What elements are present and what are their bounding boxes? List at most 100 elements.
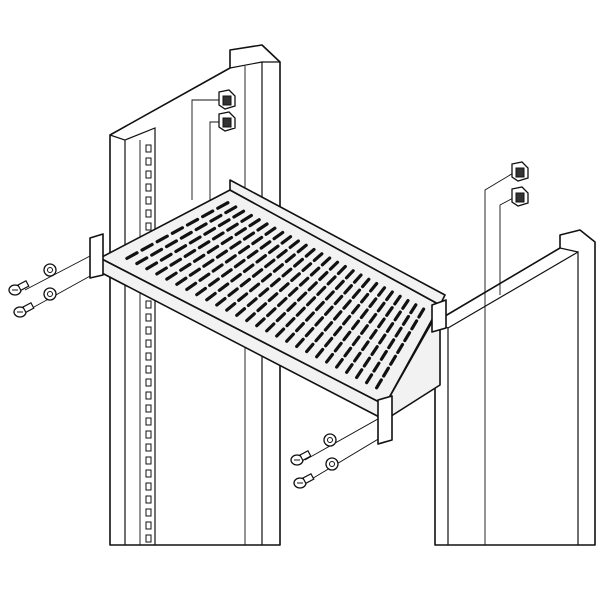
ventilation-slot — [240, 213, 253, 223]
ventilation-slot — [197, 240, 211, 250]
screw-thread — [22, 301, 35, 314]
ventilation-slot — [185, 217, 200, 227]
screw-icon — [290, 449, 312, 466]
ventilation-slot — [314, 316, 325, 327]
ventilation-slot — [272, 263, 284, 273]
ventilation-slot — [334, 279, 345, 290]
ventilation-slot — [296, 291, 308, 302]
ventilation-slot — [328, 260, 340, 271]
rack-hole — [145, 326, 152, 335]
ventilation-slot — [159, 252, 173, 262]
ventilation-slot — [385, 290, 394, 302]
ventilation-slot — [188, 235, 202, 245]
ventilation-slot — [343, 346, 353, 358]
ventilation-slot — [150, 247, 164, 257]
ventilation-slot — [361, 340, 370, 352]
screws-and-washers — [8, 263, 339, 489]
ventilation-slot — [175, 276, 188, 286]
ventilation-slot — [211, 263, 224, 273]
ventilation-slot — [277, 297, 288, 307]
washer-hole — [327, 437, 333, 443]
rack-hole — [145, 144, 152, 153]
ventilation-slot — [325, 352, 335, 364]
ventilation-slot — [179, 230, 193, 240]
ventilation-slot — [170, 226, 185, 235]
rack-hole — [145, 300, 152, 309]
ventilation-slot — [342, 330, 352, 342]
ventilation-slot — [293, 257, 305, 268]
ventilation-slot — [351, 319, 361, 331]
ventilation-slot — [335, 357, 344, 369]
ventilation-slot — [301, 262, 313, 273]
ventilation-slot — [369, 281, 379, 293]
cage-nut-icon — [218, 111, 236, 132]
screw-icon — [13, 301, 35, 318]
ventilation-slot — [242, 263, 255, 274]
ventilation-slot — [179, 262, 192, 272]
ventilation-slot — [255, 254, 267, 264]
ventilation-slots — [125, 201, 426, 390]
cage-nut-center — [515, 192, 525, 203]
washer-icon — [325, 457, 339, 471]
screw-thread — [299, 449, 312, 462]
ventilation-slot — [342, 314, 352, 326]
ventilation-slot — [305, 342, 315, 354]
ventilation-slot — [324, 336, 334, 348]
ventilation-slot — [242, 231, 256, 241]
ventilation-slot — [342, 299, 352, 310]
ventilation-slot — [353, 351, 362, 363]
cage-nuts — [218, 89, 529, 207]
ventilation-slot — [237, 292, 249, 303]
ventilation-slot — [169, 257, 183, 267]
ventilation-slot — [298, 276, 310, 287]
ventilation-slot — [140, 242, 154, 252]
rack-hole — [145, 469, 152, 478]
screw-thread — [302, 472, 315, 485]
ventilation-slot — [217, 218, 231, 228]
washer-icon — [43, 287, 57, 301]
ventilation-slot — [229, 240, 242, 250]
ventilation-slot — [369, 328, 378, 340]
ventilation-slot — [286, 301, 297, 312]
ventilation-slot — [220, 235, 234, 246]
rack-hole — [145, 352, 152, 361]
ventilation-slot — [287, 286, 299, 297]
ventilation-slot — [188, 267, 201, 277]
ventilation-slot — [284, 253, 296, 264]
ventilation-slot — [195, 286, 207, 297]
ventilation-slot — [208, 277, 220, 287]
ventilation-slot — [258, 287, 270, 298]
ventilation-slot — [269, 277, 281, 288]
ventilation-slot — [352, 273, 363, 284]
ventilation-slot — [265, 322, 276, 333]
ventilation-slot — [344, 269, 355, 280]
ventilation-slot — [251, 268, 264, 278]
ventilation-slot — [360, 324, 369, 335]
ventilation-slot — [275, 312, 287, 323]
ventilation-slot — [272, 230, 285, 241]
ventilation-slot — [215, 249, 229, 259]
ventilation-slot — [351, 288, 362, 299]
ventilation-slot — [401, 298, 410, 310]
ventilation-slot — [333, 310, 343, 321]
ventilation-slot — [359, 308, 369, 320]
ventilation-slot — [209, 213, 223, 223]
ventilation-slot — [295, 306, 306, 317]
ventilation-slot — [194, 222, 208, 232]
ventilation-slot — [256, 222, 269, 232]
washer-hole — [47, 291, 53, 297]
ventilation-slot — [216, 201, 230, 210]
screw-thread — [17, 279, 30, 292]
rack-hole — [145, 209, 152, 218]
rack-hole — [145, 170, 152, 179]
ventilation-slot — [260, 272, 273, 283]
rack-hole — [145, 521, 152, 530]
ventilation-slot — [230, 272, 242, 283]
guide-lines — [24, 99, 516, 484]
rack-hole — [145, 339, 152, 348]
ventilation-slot — [155, 266, 168, 276]
ventilation-slot — [389, 354, 398, 366]
ventilation-slot — [288, 239, 300, 250]
ventilation-slot — [192, 253, 206, 263]
